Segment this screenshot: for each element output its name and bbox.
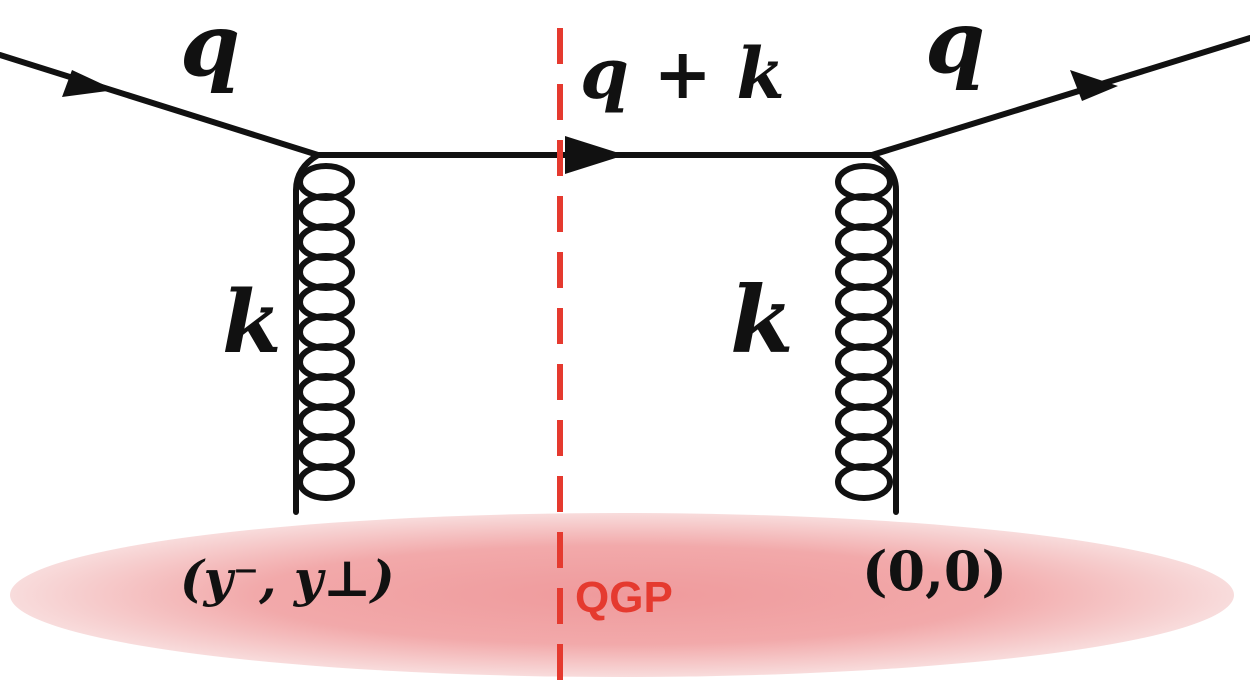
outgoing-quark-label: q: [925, 0, 985, 93]
incoming-quark-label: q: [180, 0, 240, 96]
outgoing-quark-line: [869, 35, 1250, 158]
incoming-quark-line: [0, 52, 321, 158]
qgp-label: QGP: [575, 573, 673, 622]
intermediate-arrow-icon: [565, 136, 625, 174]
left-gluon-label: k: [222, 272, 282, 373]
right-gluon: [835, 152, 899, 515]
right-gluon-label: k: [730, 266, 794, 374]
incoming-arrow-icon: [62, 70, 115, 97]
outgoing-arrow-icon: [1070, 70, 1118, 101]
left-gluon: [293, 152, 355, 515]
quark-arrows: [62, 70, 1118, 174]
qgp-medium: [10, 513, 1234, 677]
left-vertex-coords-label: (y⁻, y⊥): [180, 549, 395, 608]
intermediate-quark-label: q + k: [580, 32, 785, 115]
right-vertex-coords-label: (0,0): [862, 539, 1007, 603]
